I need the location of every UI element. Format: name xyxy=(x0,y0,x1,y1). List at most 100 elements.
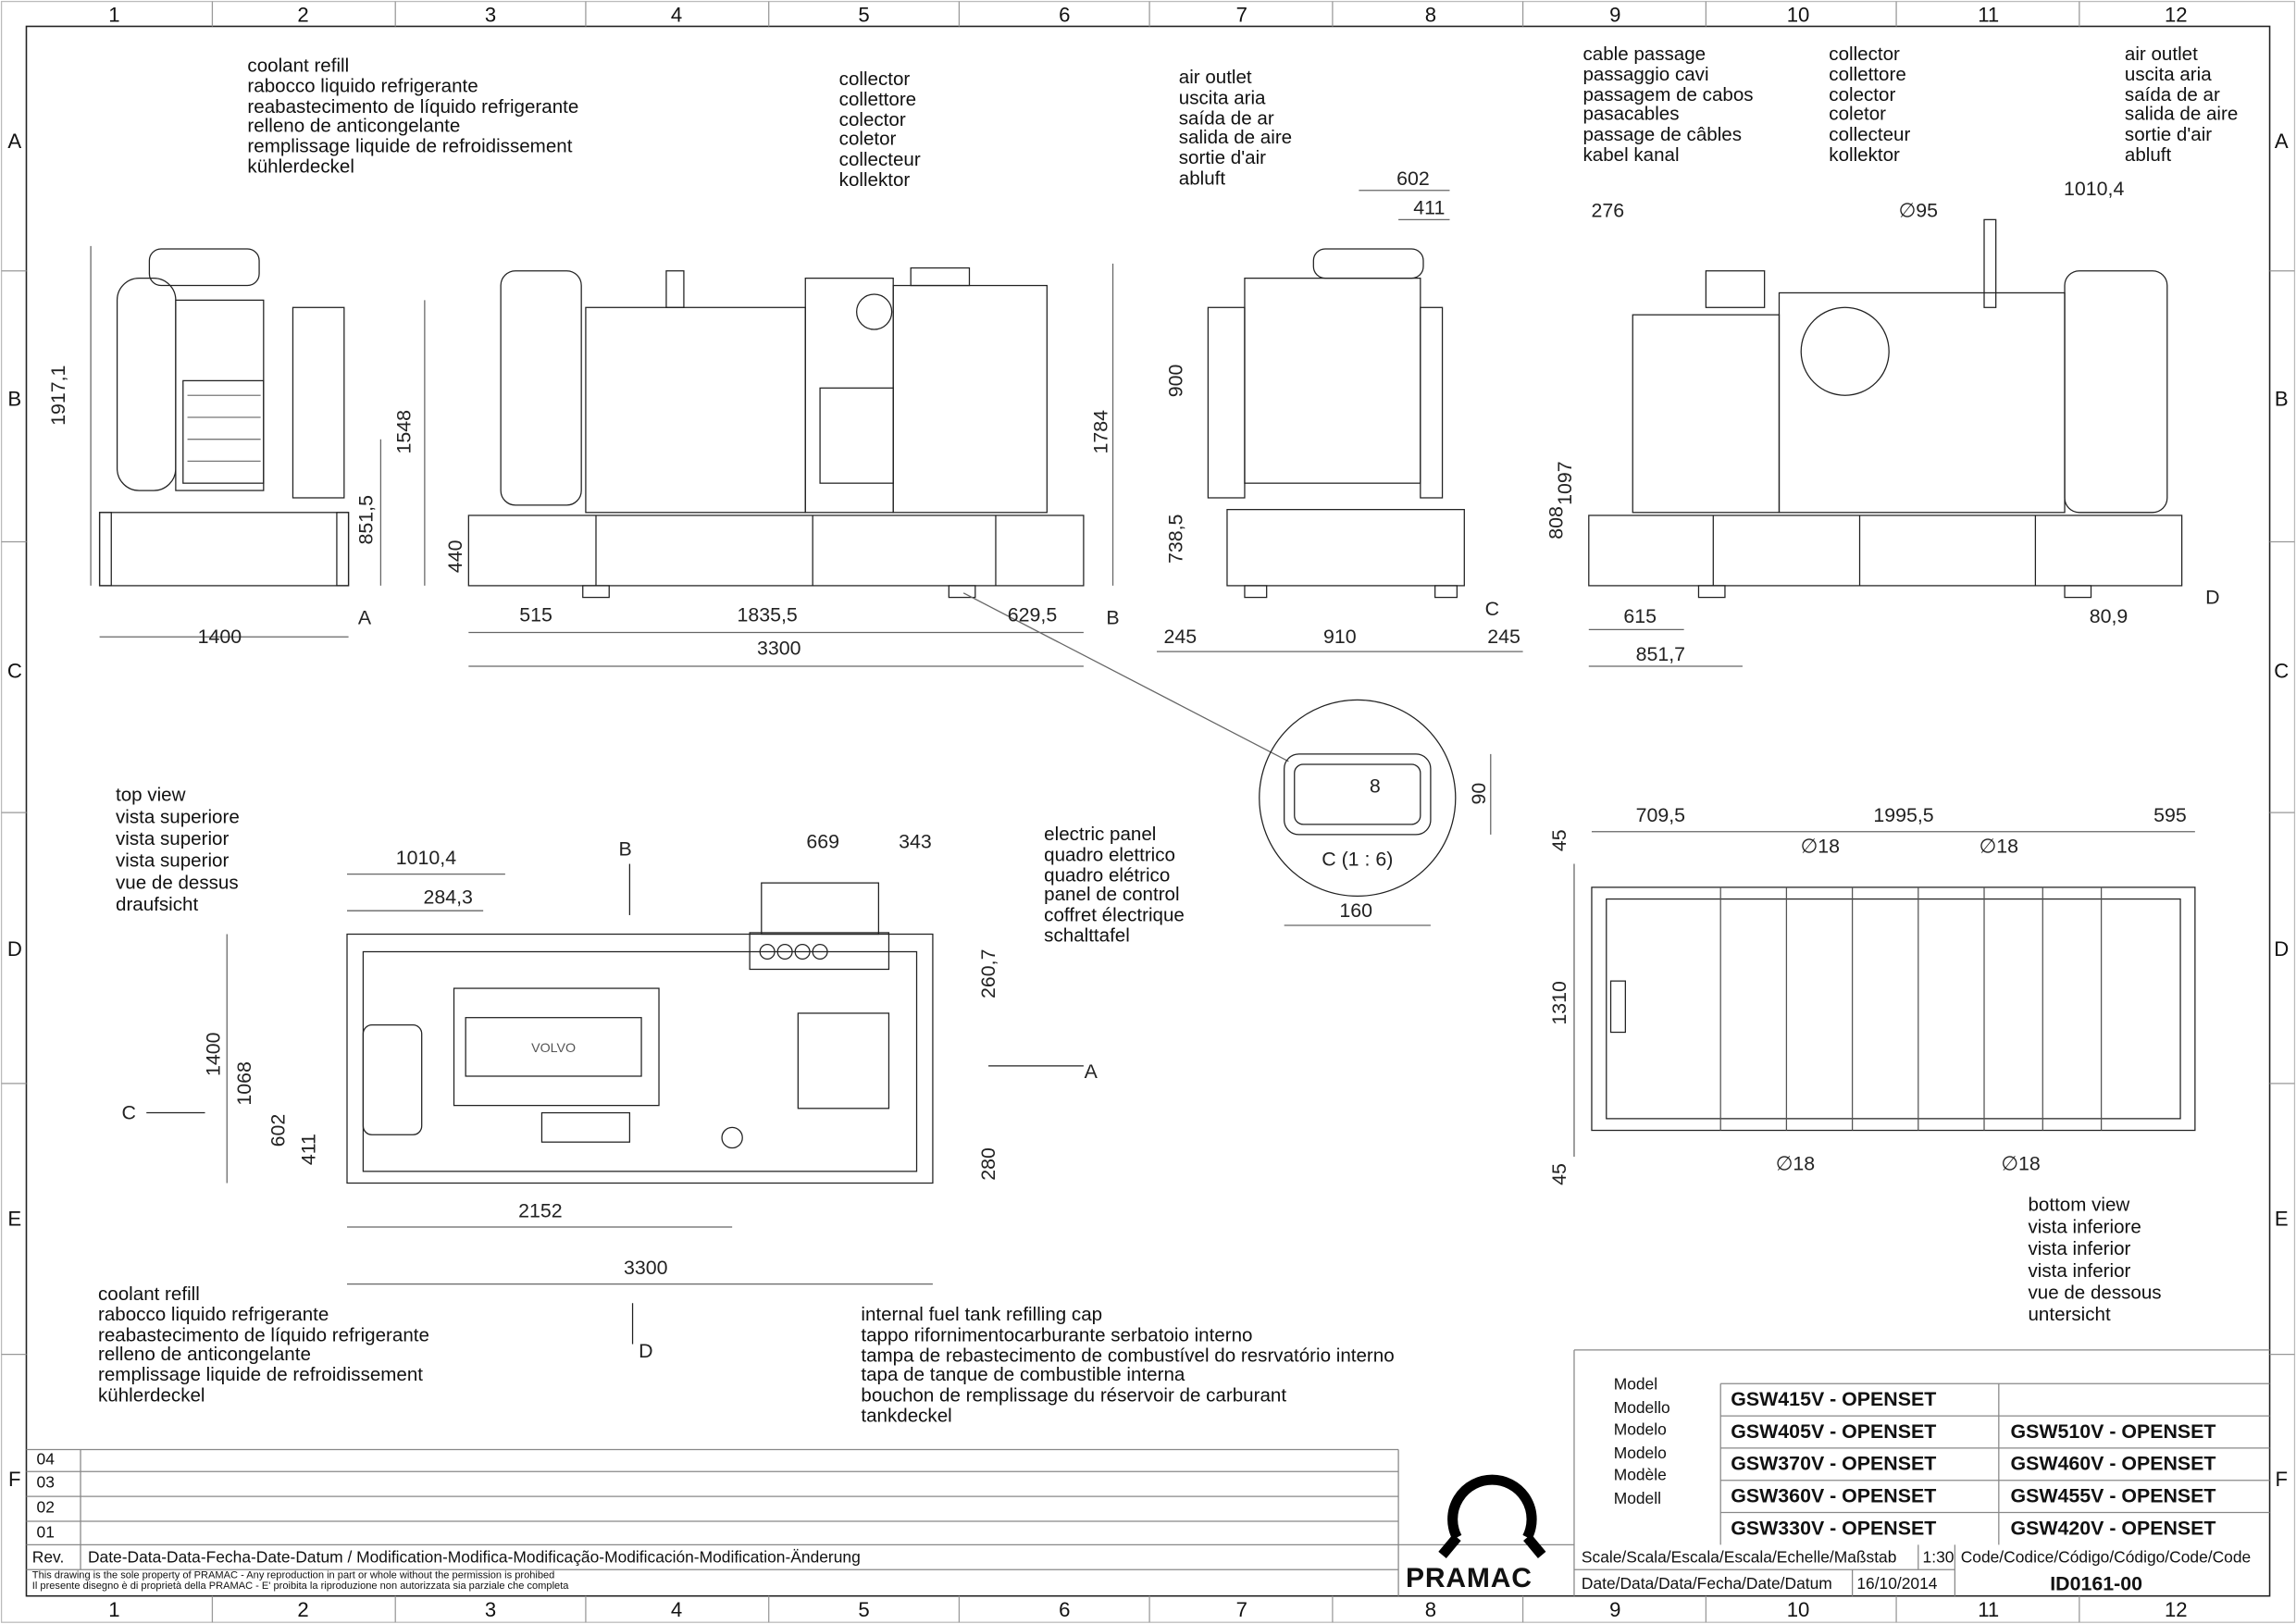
grid-row-label: D xyxy=(2274,936,2290,961)
dimension-label: 851,5 xyxy=(354,494,378,545)
callout-line: schalttafel xyxy=(1044,924,1130,947)
dimension-label: 90 xyxy=(1467,782,1490,805)
dimension-label: 245 xyxy=(1487,626,1520,648)
callout-line: coletor xyxy=(1829,103,1887,126)
callout-line: colector xyxy=(838,107,906,130)
callout-line: bouchon de remplissage du réservoir de c… xyxy=(861,1383,1287,1407)
callout-line: top view xyxy=(116,783,186,806)
callout-line: saída de ar xyxy=(1178,105,1274,129)
top-view xyxy=(146,863,1084,1345)
grid-column-label: 11 xyxy=(1978,3,2000,27)
grid-column-label: 9 xyxy=(1609,3,1621,27)
callout-line: internal fuel tank refilling cap xyxy=(861,1303,1103,1325)
callout-line: draufsicht xyxy=(116,893,199,915)
dimension-label: 602 xyxy=(1396,167,1430,190)
callout-line: collettore xyxy=(1829,62,1906,85)
grid-column-label: 10 xyxy=(1786,1597,1810,1621)
callout-line: coffret électrique xyxy=(1044,903,1185,926)
dimension-label: 8 xyxy=(1369,775,1381,798)
callout-line: collector xyxy=(838,67,911,90)
copyright-notice: Il presente disegno è di proprietà della… xyxy=(31,1581,569,1592)
grid-row-label: E xyxy=(7,1206,22,1231)
callout-line: kühlerdeckel xyxy=(98,1383,205,1406)
dimension-label: ∅18 xyxy=(2001,1152,2041,1175)
grid-row-label: F xyxy=(8,1467,21,1491)
callout-line: coolant refill xyxy=(98,1283,200,1305)
dimension-label: 709,5 xyxy=(1635,804,1686,826)
revision-number: 01 xyxy=(36,1524,55,1543)
date-value: 16/10/2014 xyxy=(1856,1575,1938,1593)
dimension-label: 1995,5 xyxy=(1873,804,1934,826)
model-label: Model xyxy=(1613,1376,1658,1395)
callout-line: passage de câbles xyxy=(1582,123,1743,145)
grid-row-label: D xyxy=(6,936,22,961)
scale-label: Scale/Scala/Escala/Escala/Echelle/Maßsta… xyxy=(1581,1549,1897,1568)
rear-view xyxy=(1157,190,1523,652)
grid-row-label: C xyxy=(2274,659,2290,683)
grid-column-label: 7 xyxy=(1235,3,1247,27)
callout-line: collettore xyxy=(838,87,917,110)
front-view xyxy=(90,245,426,638)
grid-row-label: F xyxy=(2275,1467,2288,1491)
callout-line: colector xyxy=(1829,82,1896,105)
grid-column-label: 5 xyxy=(858,1597,870,1621)
callout-line: salida de aire xyxy=(1178,126,1293,149)
callout-line: relleno de anticongelante xyxy=(98,1343,311,1366)
dimension-label: 808 xyxy=(1545,506,1568,539)
model-name: GSW370V - OPENSET xyxy=(1731,1452,1937,1475)
grid-row-label: A xyxy=(7,129,22,153)
callout-line: tapa de tanque de combustible interna xyxy=(861,1363,1185,1386)
callout-line: vista superiore xyxy=(116,805,240,827)
callout-line: sortie d'air xyxy=(2124,123,2213,145)
grid-column-label: 3 xyxy=(484,1597,497,1621)
dimension-label: C xyxy=(121,1101,136,1124)
dimension-label: 3300 xyxy=(624,1257,668,1279)
model-name: GSW510V - OPENSET xyxy=(2010,1419,2216,1443)
grid-column-label: 5 xyxy=(858,3,870,27)
dimension-label: 1010,4 xyxy=(395,846,457,869)
callout-line: untersicht xyxy=(2028,1303,2111,1325)
revision-header-rev: Rev. xyxy=(31,1549,65,1568)
grid-column-label: 8 xyxy=(1424,1597,1437,1621)
callout-line: remplissage liquide de refroidissement xyxy=(247,134,573,157)
callout-line: air outlet xyxy=(2124,42,2198,65)
dimension-label: 515 xyxy=(519,603,552,626)
callout-line: vista inferiore xyxy=(2028,1215,2141,1238)
callout-line: salida de aire xyxy=(2124,103,2239,126)
dimension-label: B xyxy=(618,837,632,861)
callout-line: vista inferior xyxy=(2028,1237,2131,1259)
dimension-label: 629,5 xyxy=(1007,603,1058,626)
callout-line: tampa de rebastecimento de combustível d… xyxy=(861,1343,1395,1366)
grid-column-label: 7 xyxy=(1235,1597,1247,1621)
callout-line: abluft xyxy=(1178,167,1226,190)
dimension-label: 411 xyxy=(297,1134,320,1166)
model-name: GSW455V - OPENSET xyxy=(2010,1484,2216,1507)
callout-line: uscita aria xyxy=(2124,62,2212,85)
dimension-label: 602 xyxy=(267,1113,290,1147)
dimension-label: 276 xyxy=(1591,199,1625,222)
callout-line: rabocco liquido refrigerante xyxy=(247,74,478,97)
dimension-label: ∅95 xyxy=(1898,199,1939,222)
model-name: GSW405V - OPENSET xyxy=(1731,1419,1937,1443)
callout-line: coolant refill xyxy=(247,54,350,77)
callout-line: electric panel xyxy=(1044,823,1157,845)
model-label: Modello xyxy=(1613,1398,1670,1417)
dimension-label: 1010,4 xyxy=(2064,177,2125,200)
dimension-label: 595 xyxy=(2153,804,2187,826)
dimension-label: D xyxy=(639,1340,653,1362)
dimension-label: 1917,1 xyxy=(47,365,69,426)
grid-row-label: E xyxy=(2274,1206,2289,1231)
callout-line: relleno de anticongelante xyxy=(247,115,461,137)
dimension-label: 3300 xyxy=(757,637,801,660)
dimension-label: 1068 xyxy=(232,1061,255,1106)
dimension-label: 284,3 xyxy=(423,886,473,909)
callout-line: passaggio cavi xyxy=(1582,62,1709,85)
grid-row-label: B xyxy=(2274,386,2289,411)
model-name: GSW420V - OPENSET xyxy=(2010,1517,2216,1539)
